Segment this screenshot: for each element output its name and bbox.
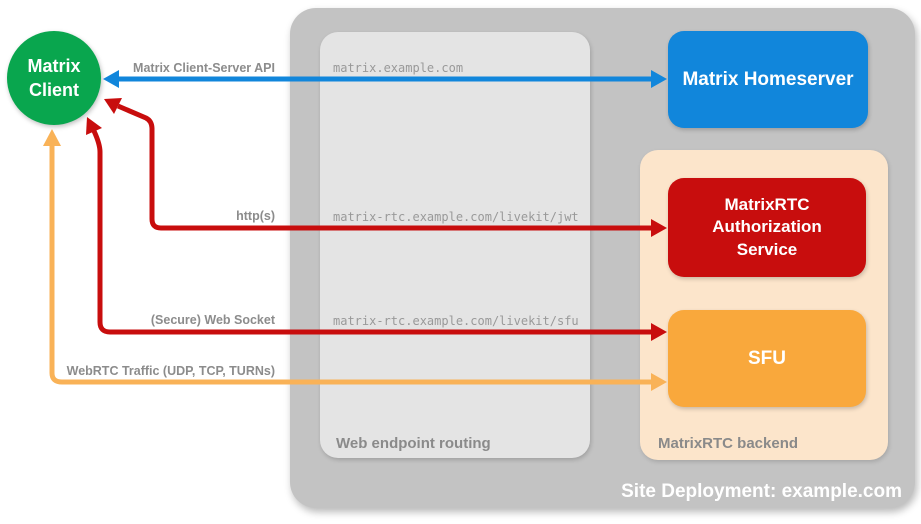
matrix-client-node: Matrix Client <box>7 31 101 125</box>
matrix-homeserver-label: Matrix Homeserver <box>682 68 854 90</box>
web-endpoint-routing-caption: Web endpoint routing <box>336 435 491 452</box>
site-deployment-caption: Site Deployment: example.com <box>621 481 902 502</box>
label-webrtc-traffic: WebRTC Traffic (UDP, TCP, TURNs) <box>66 364 275 378</box>
matrixrtc-authorization-service-label: MatrixRTC Authorization Service <box>712 195 822 259</box>
matrix-homeserver-node: Matrix Homeserver <box>668 31 868 128</box>
route-matrix-example-com: matrix.example.com <box>333 61 464 75</box>
matrixrtc-authorization-service-node: MatrixRTC Authorization Service <box>668 178 866 277</box>
sfu-label: SFU <box>748 347 786 369</box>
web-endpoint-routing-container <box>320 32 590 458</box>
route-livekit-jwt: matrix-rtc.example.com/livekit/jwt <box>333 210 579 224</box>
sfu-node: SFU <box>668 310 866 407</box>
label-client-server-api: Matrix Client-Server API <box>133 61 275 75</box>
matrixrtc-backend-caption: MatrixRTC backend <box>658 435 799 452</box>
label-https: http(s) <box>236 209 275 223</box>
label-websocket: (Secure) Web Socket <box>150 313 275 327</box>
route-livekit-sfu: matrix-rtc.example.com/livekit/sfu <box>333 314 579 328</box>
matrix-client-label: Matrix Client <box>27 55 81 100</box>
